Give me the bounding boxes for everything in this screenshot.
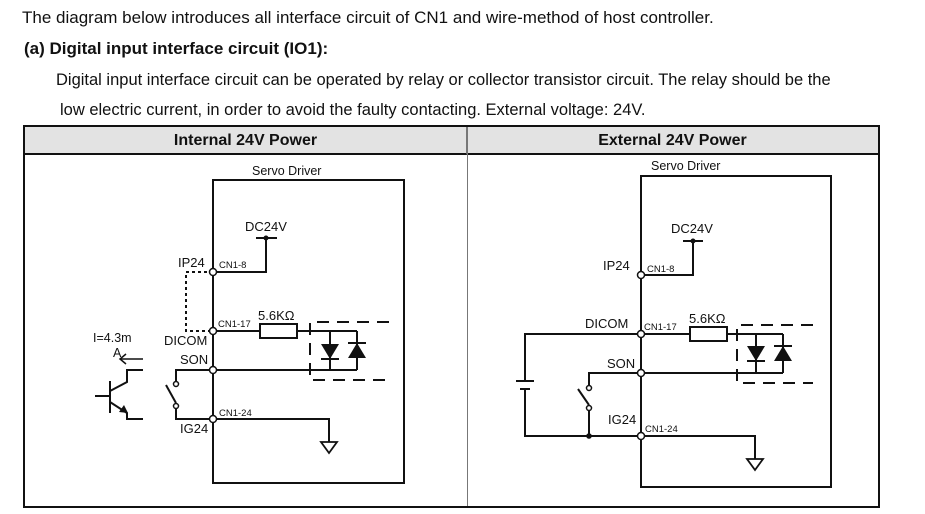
terminal-ig24 xyxy=(208,414,218,424)
current-unit: A xyxy=(113,346,122,360)
ig24-label: IG24 xyxy=(180,421,208,436)
son-label: SON xyxy=(607,356,635,371)
supply-wire xyxy=(213,238,267,273)
cn1-17-label: CN1-17 xyxy=(218,319,251,330)
paragraph-line-2: low electric current, in order to avoid … xyxy=(60,101,646,119)
intro-text: The diagram below introduces all interfa… xyxy=(22,8,714,27)
resistor xyxy=(259,323,298,339)
transistor-emitter xyxy=(109,401,143,420)
optocoupler-outline xyxy=(309,321,389,381)
resistor-label: 5.6KΩ xyxy=(689,311,726,326)
cn1-24-label: CN1-24 xyxy=(219,408,252,419)
cn1-8-label: CN1-8 xyxy=(219,260,246,271)
terminal-son xyxy=(208,365,218,375)
resistor xyxy=(689,326,728,342)
terminal-son xyxy=(636,368,646,378)
dc24v-label: DC24V xyxy=(671,221,713,236)
external-power-diagram: Servo Driver DC24V IP24 CN1-8 DICOM CN1-… xyxy=(516,159,832,488)
section-heading: (a) Digital input interface circuit (IO1… xyxy=(24,39,329,58)
jumper-wire xyxy=(185,271,213,332)
switch-contact xyxy=(577,388,590,406)
led-diode xyxy=(747,346,765,361)
header-internal-power: Internal 24V Power xyxy=(25,127,467,155)
servo-driver-label: Servo Driver xyxy=(252,164,321,178)
ground-icon xyxy=(319,441,339,455)
resistor-label: 5.6KΩ xyxy=(258,308,295,323)
terminal-ip24 xyxy=(636,270,646,280)
transistor-collector xyxy=(109,369,143,392)
son-label: SON xyxy=(180,352,208,367)
switch-contact xyxy=(165,384,177,404)
dicom-label: DICOM xyxy=(585,316,628,331)
reverse-diode xyxy=(348,343,366,358)
ig24-label: IG24 xyxy=(608,412,636,427)
optocoupler-outline xyxy=(736,324,813,384)
reverse-diode xyxy=(774,346,792,361)
servo-driver-label: Servo Driver xyxy=(651,159,720,173)
led-diode xyxy=(321,344,339,359)
cn1-17-label: CN1-17 xyxy=(644,322,677,333)
internal-power-diagram: Servo Driver DC24V IP24 CN1-8 CN1-17 5.6… xyxy=(93,164,405,484)
dicom-label: DICOM xyxy=(164,333,207,348)
dc24v-label: DC24V xyxy=(245,219,287,234)
paragraph-line-1: Digital input interface circuit can be o… xyxy=(56,71,831,89)
ip24-label: IP24 xyxy=(603,258,630,273)
terminal-ig24 xyxy=(636,431,646,441)
interface-circuit-table: Internal 24V Power External 24V Power xyxy=(23,125,880,508)
ground-icon xyxy=(745,458,765,472)
current-label: I=4.3m xyxy=(93,331,132,345)
terminal-dicom xyxy=(208,326,218,336)
cn1-8-label: CN1-8 xyxy=(647,264,674,275)
terminal-ip24 xyxy=(208,267,218,277)
column-divider xyxy=(467,127,468,506)
ip24-label: IP24 xyxy=(178,255,205,270)
cn1-24-label: CN1-24 xyxy=(645,424,678,435)
terminal-dicom xyxy=(636,329,646,339)
header-external-power: External 24V Power xyxy=(467,127,878,155)
